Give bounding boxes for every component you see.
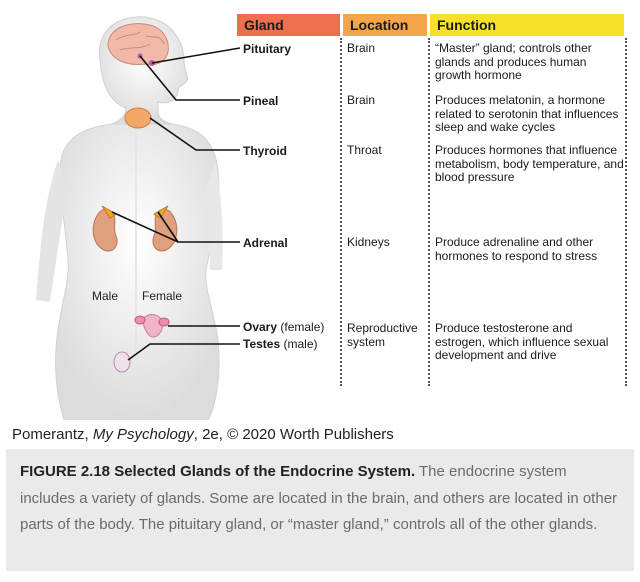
caption-title: FIGURE 2.18 Selected Glands of the Endoc… [20, 463, 416, 480]
column-divider [340, 38, 342, 386]
male-label: Male [92, 289, 119, 303]
function-header: Function [430, 14, 624, 36]
thyroid-gland [124, 107, 152, 129]
figure-credit: Pomerantz, My Psychology, 2e, © 2020 Wor… [12, 426, 394, 443]
caption-text: The endocrine system includes a variety … [20, 463, 618, 533]
gland-function-thyroid: Produces hormones that influence metabol… [435, 143, 624, 184]
gland-name-adrenal: Adrenal [243, 236, 288, 250]
right-adrenal [153, 205, 169, 219]
testes-gland [113, 351, 131, 373]
gland-name-thyroid: Thyroid [243, 144, 287, 158]
uterus [143, 314, 163, 338]
gland-location-thyroid: Throat [347, 143, 382, 157]
figure-caption: FIGURE 2.18 Selected Glands of the Endoc… [6, 449, 634, 571]
endocrine-figure: Gland Location Function Pituitary Brain … [12, 14, 627, 443]
gland-location-reproductive: Reproductive system [347, 321, 418, 349]
location-header: Location [343, 14, 427, 36]
gland-name-pituitary: Pituitary [243, 42, 292, 56]
leader-lines [111, 47, 240, 361]
gland-function-reproductive: Produce testosterone and estrogen, which… [435, 321, 609, 362]
torso-silhouette [55, 123, 220, 420]
ovary-gland [158, 317, 170, 327]
brain [107, 23, 169, 65]
left-adrenal [101, 205, 117, 219]
gland-location-pineal: Brain [347, 93, 376, 107]
gland-location-pituitary: Brain [347, 41, 376, 55]
gland-header: Gland [237, 14, 340, 36]
gland-function-adrenal: Produce adrenaline and other hormones to… [435, 235, 598, 263]
column-divider [625, 38, 627, 386]
female-label: Female [142, 289, 183, 303]
body-illustration [36, 16, 240, 420]
gland-function-pineal: Produces melatonin, a hormone related to… [435, 93, 619, 134]
gland-name-ovary: Ovary (female) [243, 320, 325, 334]
gland-name-testes: Testes (male) [243, 337, 318, 351]
gland-function-pituitary: “Master” gland; controls other glands an… [435, 41, 592, 82]
column-divider [428, 38, 430, 386]
gland-location-adrenal: Kidneys [347, 235, 390, 249]
gland-name-pineal: Pineal [243, 94, 279, 108]
